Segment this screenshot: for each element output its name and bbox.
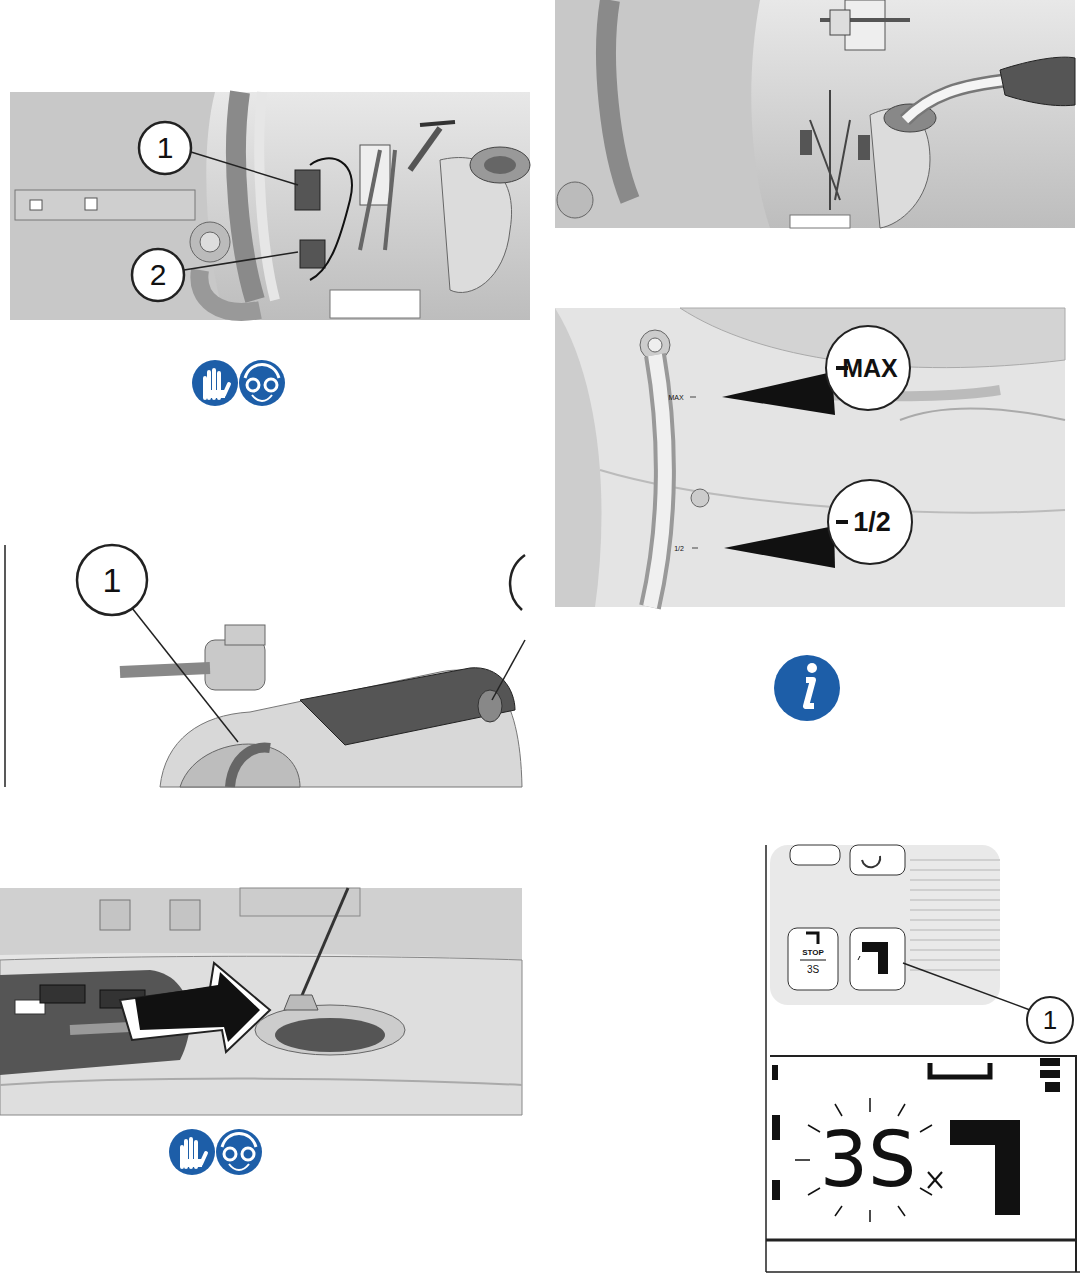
callout-number: 1 — [1043, 1007, 1057, 1033]
ppe-icons — [192, 360, 285, 406]
level-mark: MAX — [842, 356, 898, 381]
button-label: STOP — [802, 949, 824, 957]
callout-number: 1 — [103, 563, 122, 597]
ppe-icons — [169, 1129, 262, 1175]
level-mark: 1/2 — [853, 509, 891, 536]
callout-number: 1 — [157, 133, 174, 163]
display-text: 3S — [820, 1122, 917, 1198]
cover-view — [0, 888, 522, 1115]
level-marks-view — [555, 308, 1065, 607]
level-mark-small: MAX — [668, 394, 683, 401]
level-mark-small: 1/2 — [674, 545, 684, 552]
machine-top-view — [5, 545, 525, 787]
callout — [132, 122, 298, 301]
filling-view — [555, 0, 1075, 228]
tank-rear-view — [10, 92, 530, 320]
callout-number: 2 — [150, 260, 167, 290]
info-icon — [774, 655, 840, 721]
button-label: 3S — [807, 965, 819, 975]
control-panel — [766, 845, 1080, 1272]
